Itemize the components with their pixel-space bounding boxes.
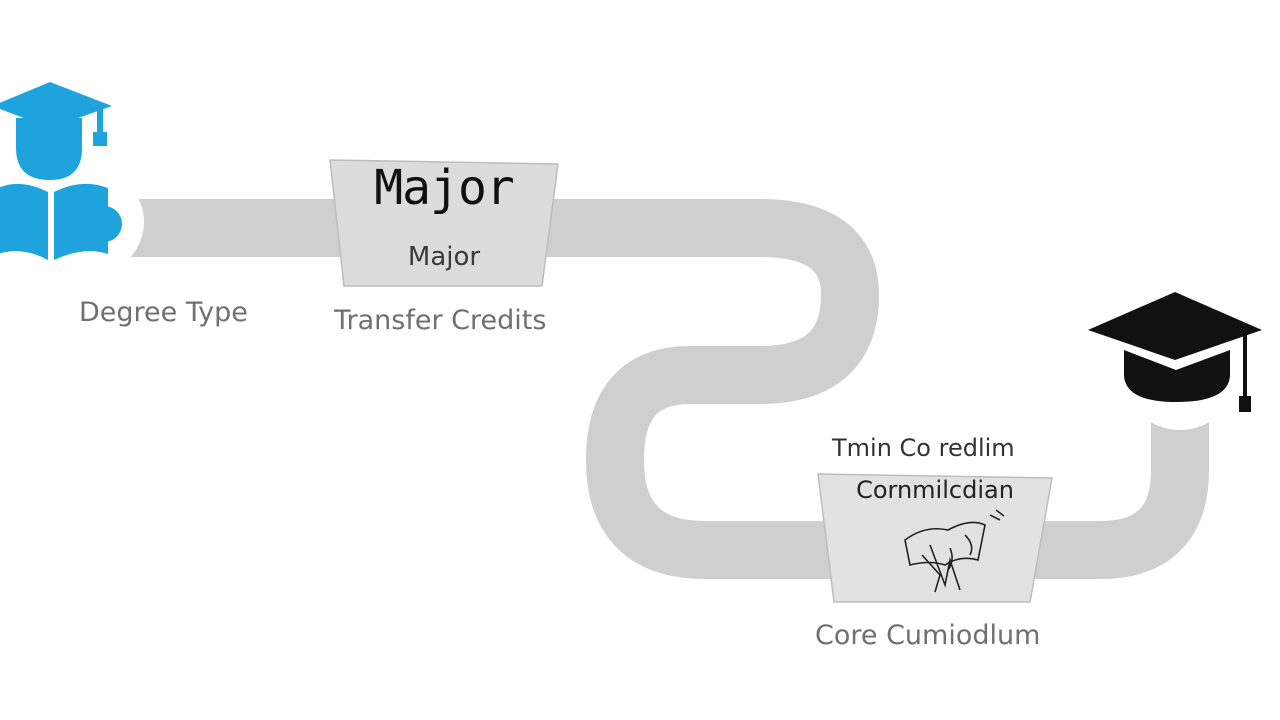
curriculum-card-title: Cornmilcdian bbox=[856, 476, 1014, 504]
transfer-credits-label: Transfer Credits bbox=[334, 305, 547, 336]
student-reading-icon bbox=[0, 82, 122, 260]
graduation-cap-icon bbox=[1088, 292, 1262, 412]
core-curriculum-label: Core Cumiodlum bbox=[815, 620, 1041, 651]
curriculum-top-label: Tmin Co redlim bbox=[832, 434, 1015, 462]
major-card-subtitle: Major bbox=[407, 242, 481, 272]
sketch-illustration-icon bbox=[904, 509, 1005, 593]
roadmap-path bbox=[84, 199, 1209, 579]
degree-type-label: Degree Type bbox=[79, 297, 248, 328]
major-card-title: Major bbox=[374, 160, 515, 216]
major-card bbox=[329, 159, 559, 287]
curriculum-card bbox=[817, 473, 1053, 603]
